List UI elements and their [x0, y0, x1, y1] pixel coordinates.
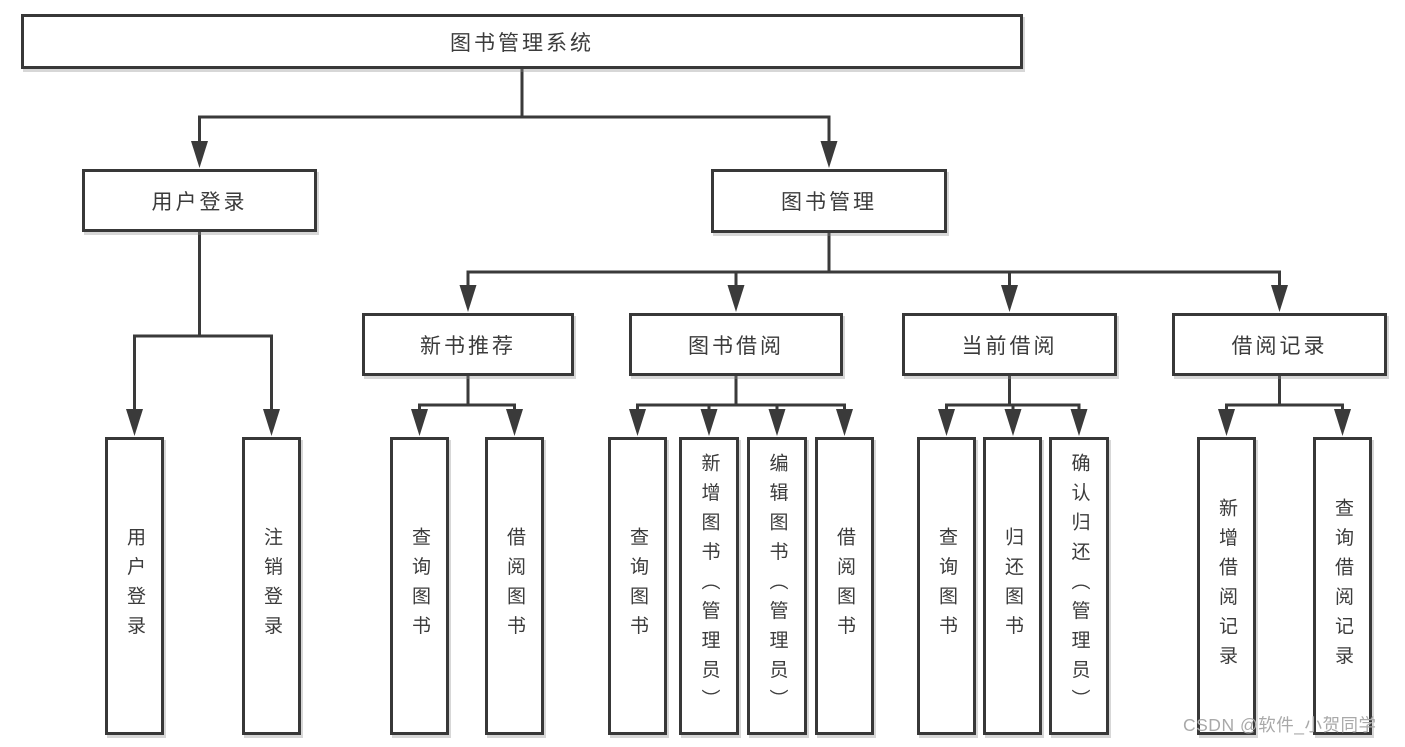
node-borrowing-records: 借阅记录 [1172, 313, 1387, 376]
node-add-books-admin: 新增图书（管理员） [679, 437, 739, 735]
node-library-management-system: 图书管理系统 [21, 14, 1023, 69]
node-current-query-books: 查询图书 [917, 437, 976, 735]
node-book-borrowing: 图书借阅 [629, 313, 843, 376]
node-book-management: 图书管理 [711, 169, 947, 233]
node-new-book-recommend: 新书推荐 [362, 313, 574, 376]
node-user-login: 用户登录 [105, 437, 164, 735]
node-return-books: 归还图书 [983, 437, 1042, 735]
node-confirm-return-admin: 确认归还（管理员） [1049, 437, 1109, 735]
node-borrowing-borrow-books: 借阅图书 [815, 437, 874, 735]
node-user-login-branch: 用户登录 [82, 169, 317, 232]
node-recommend-borrow-books: 借阅图书 [485, 437, 544, 735]
arrowheads [126, 141, 1351, 436]
node-edit-books-admin: 编辑图书（管理员） [747, 437, 807, 735]
node-query-borrow-record: 查询借阅记录 [1313, 437, 1372, 735]
node-add-borrow-record: 新增借阅记录 [1197, 437, 1256, 735]
node-current-borrowing: 当前借阅 [902, 313, 1117, 376]
csdn-watermark: CSDN @软件_小贺同学 [1183, 715, 1377, 735]
node-borrowing-query-books: 查询图书 [608, 437, 667, 735]
node-recommend-query-books: 查询图书 [390, 437, 449, 735]
node-logout: 注销登录 [242, 437, 301, 735]
